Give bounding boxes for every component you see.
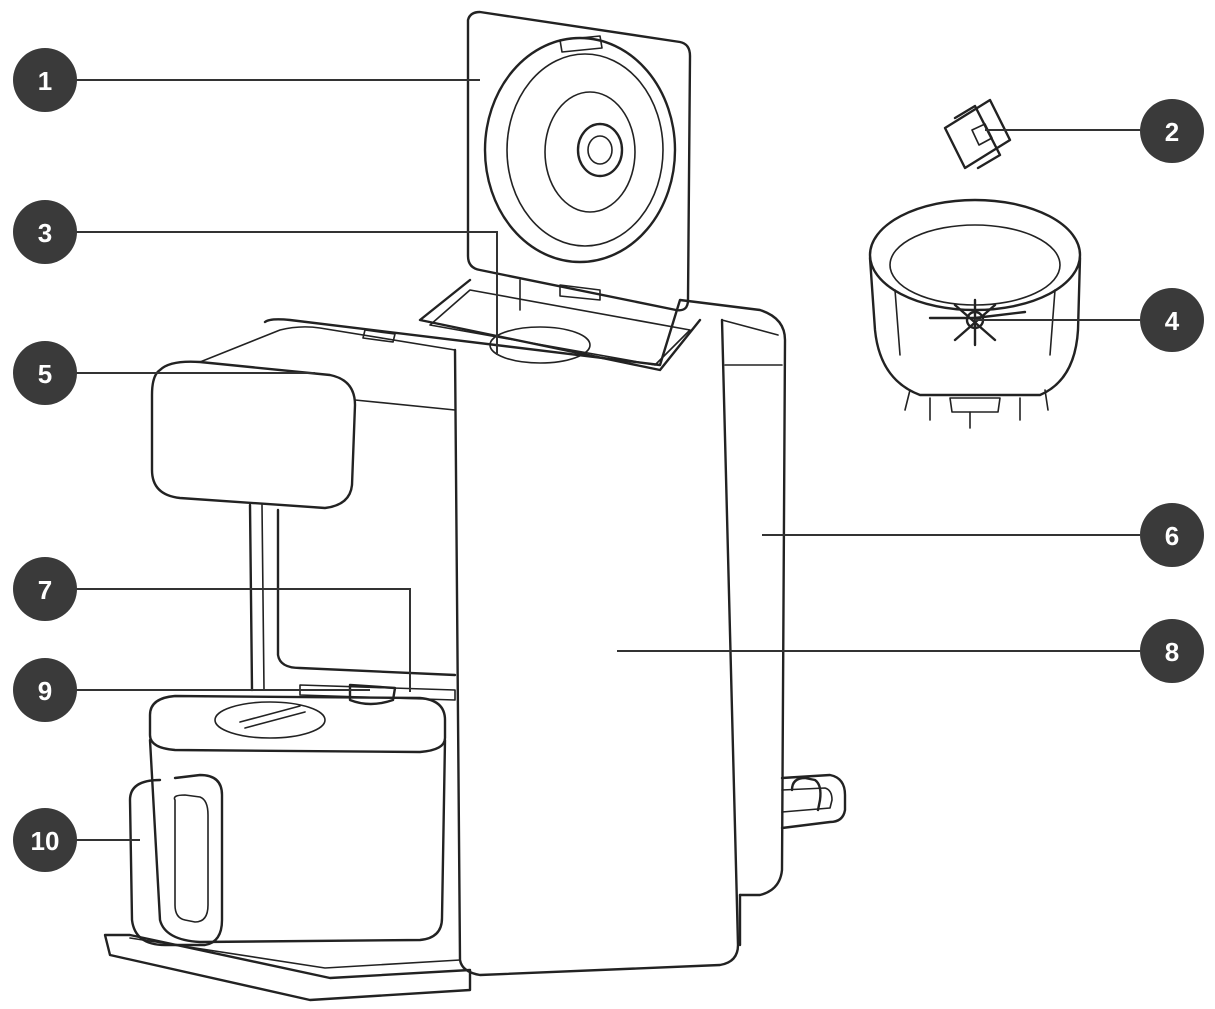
rear-cable: [780, 773, 847, 830]
callout-1: 1: [13, 48, 77, 112]
main-body: [263, 298, 787, 977]
leader-lines: [75, 79, 1140, 841]
callout-1-label: 1: [38, 66, 52, 96]
blade-cup: [868, 198, 1082, 429]
spout: [299, 683, 456, 706]
leader-7: [75, 588, 411, 692]
pitcher: [128, 694, 447, 947]
dispenser-head: [150, 326, 456, 510]
callout-7-label: 7: [38, 575, 52, 605]
lid: [466, 10, 692, 312]
callout-4: 4: [1140, 288, 1204, 352]
leader-3: [75, 231, 498, 355]
callout-6: 6: [1140, 503, 1204, 567]
callout-2: 2: [1140, 99, 1204, 163]
callout-6-label: 6: [1165, 521, 1179, 551]
callout-8: 8: [1140, 619, 1204, 683]
callout-2-label: 2: [1165, 117, 1179, 147]
callout-10-label: 10: [31, 826, 60, 856]
base-tray: [103, 933, 472, 1002]
callout-9: 9: [13, 658, 77, 722]
callout-10: 10: [13, 808, 77, 872]
callouts: 1 2 3 4 5 6 7 8: [13, 48, 1204, 872]
callout-7: 7: [13, 557, 77, 621]
callout-9-label: 9: [38, 676, 52, 706]
callout-5-label: 5: [38, 359, 52, 389]
valve-plug: [943, 98, 1012, 170]
callout-4-label: 4: [1165, 306, 1180, 336]
pillar: [248, 503, 457, 692]
callout-3: 3: [13, 200, 77, 264]
callout-3-label: 3: [38, 218, 52, 248]
callout-8-label: 8: [1165, 637, 1179, 667]
appliance-illustration: [103, 10, 847, 1002]
callout-5: 5: [13, 341, 77, 405]
top-opening: [418, 278, 702, 372]
